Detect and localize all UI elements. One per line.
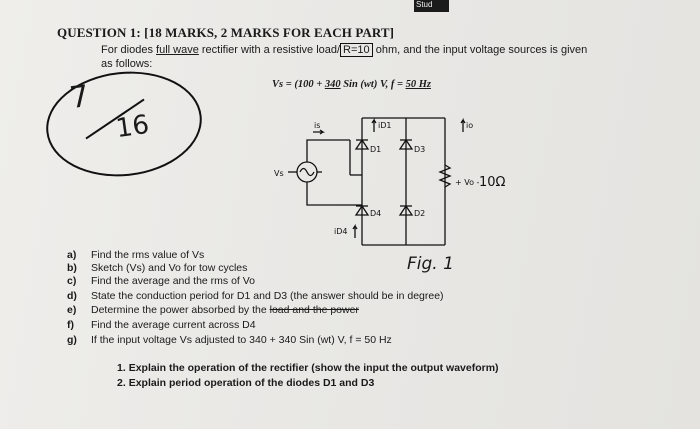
sub-item: 1. Explain the operation of the rectifie… xyxy=(117,362,499,374)
intro-text-b: rectifier with a resistive load/ xyxy=(198,44,341,56)
sub-item-text: Explain period operation of the diodes D… xyxy=(128,377,375,389)
list-item: g) If the input voltage Vs adjusted to 34… xyxy=(67,334,392,346)
formula-part-c: Sin (wt) V, f = xyxy=(340,79,406,90)
question-intro-cont: as follows: xyxy=(101,58,153,70)
sub-item-key: 1. xyxy=(117,362,126,374)
resistance-box: R=10 xyxy=(340,43,373,57)
load-note: 10Ω xyxy=(479,175,506,190)
id4-label: iD4 xyxy=(334,227,347,236)
d4-label: D4 xyxy=(370,209,381,218)
id1-label: iD1 xyxy=(378,121,391,130)
item-struck-text: load and the power xyxy=(269,304,359,316)
item-key: a) xyxy=(67,249,77,261)
source-sine-icon xyxy=(299,167,315,177)
id4-arrow-icon xyxy=(352,223,358,238)
sub-item-key: 2. xyxy=(117,377,126,389)
source-formula: Vs = (100 + 340 Sin (wt) V, f = 50 Hz xyxy=(272,79,431,90)
figure-label: Fig. 1 xyxy=(407,254,454,274)
intro-underlined: full wave xyxy=(156,44,199,56)
formula-part-b: 340 xyxy=(324,79,341,90)
sub-item: 2. Explain period operation of the diode… xyxy=(117,377,374,389)
is-label: is xyxy=(314,121,320,130)
list-item: b) Sketch (Vs) and Vo for tow cycles xyxy=(67,262,247,274)
question-title: QUESTION 1: [18 MARKS, 2 MARKS FOR EACH … xyxy=(57,25,395,40)
list-item: c) Find the average and the rms of Vo xyxy=(67,275,255,287)
io-arrow-icon xyxy=(460,117,466,132)
item-text: Find the rms value of Vs xyxy=(91,249,205,261)
load-resistor xyxy=(438,164,452,188)
is-arrow-icon xyxy=(313,129,326,135)
intro-text-a: For diodes xyxy=(101,44,157,56)
diode-d4-icon xyxy=(354,204,370,216)
output-label: + Vo - xyxy=(455,178,480,187)
corner-tag: Stud xyxy=(414,0,449,12)
d3-label: D3 xyxy=(414,145,425,154)
diode-d2-icon xyxy=(398,204,414,216)
list-item: f) Find the average current across D4 xyxy=(67,319,256,331)
diode-d1-icon xyxy=(354,138,370,150)
item-key: g) xyxy=(67,334,77,346)
sub-item-text: Explain the operation of the rectifier (… xyxy=(128,362,499,374)
item-key: c) xyxy=(67,275,77,287)
d2-label: D2 xyxy=(414,209,425,218)
diode-d3-icon xyxy=(398,138,414,150)
item-text: Determine the power absorbed by the xyxy=(91,304,270,316)
d1-label: D1 xyxy=(370,145,381,154)
id1-arrow-icon xyxy=(371,117,377,132)
formula-part-a: Vs = (100 + xyxy=(272,79,325,90)
item-text: Find the average and the rms of Vo xyxy=(91,275,256,287)
item-text: State the conduction period for D1 and D… xyxy=(91,290,444,302)
item-key: f) xyxy=(67,319,74,331)
source-label: Vs xyxy=(274,169,284,178)
list-item: e) Determine the power absorbed by the lo… xyxy=(67,304,359,316)
item-key: e) xyxy=(67,304,77,316)
item-text: Sketch (Vs) and Vo for tow cycles xyxy=(91,262,248,274)
formula-part-d: 50 Hz xyxy=(405,79,431,90)
item-key: d) xyxy=(67,290,77,302)
list-item: d) State the conduction period for D1 and… xyxy=(67,290,444,302)
list-item: a) Find the rms value of Vs xyxy=(67,249,204,261)
io-label: io xyxy=(466,121,473,130)
item-key: b) xyxy=(67,262,77,274)
item-text: If the input voltage Vs adjusted to 340 … xyxy=(91,334,392,346)
item-text: Find the average current across D4 xyxy=(91,319,256,331)
question-intro: For diodes full wave rectifier with a re… xyxy=(101,43,588,57)
intro-text-c: ohm, and the input voltage sources is gi… xyxy=(372,44,588,56)
